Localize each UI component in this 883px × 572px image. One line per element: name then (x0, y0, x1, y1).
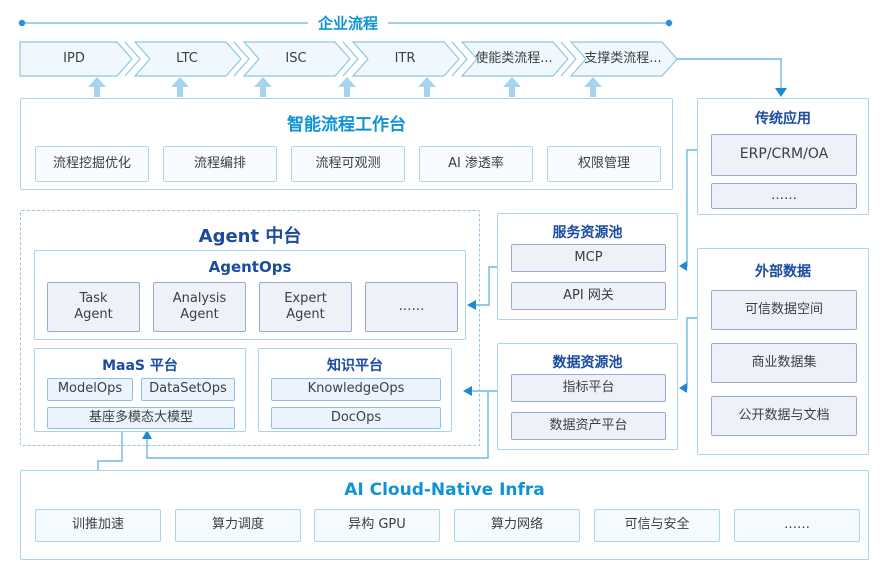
workbench-item: AI 渗透率 (419, 146, 533, 182)
external-data-item: 可信数据空间 (711, 290, 857, 330)
maas-datasetops: DataSetOps (141, 378, 235, 401)
process-chevron-shapes (19, 41, 678, 77)
connector-service-pool-to-agentops (476, 266, 497, 306)
chevron-ipd: IPD (63, 51, 85, 66)
external-data-title: 外部数据 (755, 264, 811, 280)
arrowhead-down-icon (775, 88, 787, 97)
external-data-item: 公开数据与文档 (711, 396, 857, 436)
chevron-supporting-process: 支撑类流程... (584, 51, 662, 66)
agent-platform-title: Agent 中台 (198, 226, 302, 247)
infra-item: 训推加速 (35, 509, 161, 542)
agent-item: …… (365, 282, 458, 332)
knowledge-title: 知识平台 (327, 358, 383, 374)
data-pool-item: 指标平台 (511, 374, 666, 402)
data-pool-title: 数据资源池 (552, 355, 623, 371)
external-data-item: 商业数据集 (711, 343, 857, 383)
maas-modelops: ModelOps (47, 378, 133, 401)
connector-external-to-data-pool (686, 317, 697, 389)
chevron-enabling-process: 使能类流程... (475, 51, 553, 66)
connector-process-to-legacy (677, 58, 782, 89)
maas-base-model: 基座多模态大模型 (47, 407, 235, 429)
arrowhead-left-icon (679, 383, 687, 393)
arrowhead-left-icon (679, 261, 687, 271)
rule-endpoint-dot (18, 19, 26, 27)
data-pool-item: 数据资产平台 (511, 412, 666, 440)
workbench-title: 智能流程工作台 (287, 115, 406, 135)
external-data-section: 外部数据 可信数据空间 商业数据集 公开数据与文档 (697, 248, 869, 455)
infra-item: 可信与安全 (594, 509, 720, 542)
chevron-itr: ITR (394, 51, 416, 66)
up-arrow-icons (88, 77, 602, 97)
workbench-section: 智能流程工作台 流程挖掘优化 流程编排 流程可观测 AI 渗透率 权限管理 (20, 98, 673, 190)
arrowhead-left-icon (463, 386, 472, 396)
service-pool-title: 服务资源池 (552, 225, 623, 241)
infra-item: …… (734, 509, 860, 542)
legacy-app-item: ERP/CRM/OA (711, 134, 857, 176)
service-pool-item: MCP (511, 244, 666, 272)
workbench-item: 流程编排 (163, 146, 277, 182)
enterprise-process-label: 企业流程 (307, 12, 389, 34)
chevron-isc: ISC (285, 51, 307, 66)
legacy-apps-section: 传统应用 ERP/CRM/OA …… (697, 98, 869, 215)
arrowhead-left-icon (467, 300, 476, 310)
data-pool-section: 数据资源池 指标平台 数据资产平台 (497, 343, 678, 450)
workbench-item: 流程挖掘优化 (35, 146, 149, 182)
connector-data-pool-to-base-model (146, 391, 489, 459)
maas-title: MaaS 平台 (102, 358, 178, 374)
legacy-apps-title: 传统应用 (755, 111, 811, 127)
service-pool-section: 服务资源池 MCP API 网关 (497, 213, 678, 320)
service-pool-item: API 网关 (511, 282, 666, 310)
infra-item: 算力网络 (454, 509, 580, 542)
agent-item: Analysis Agent (153, 282, 246, 332)
legacy-app-item: …… (711, 183, 857, 209)
knowledge-section: 知识平台 KnowledgeOps DocOps (258, 348, 452, 432)
infra-section: AI Cloud-Native Infra 训推加速 算力调度 异构 GPU 算… (20, 470, 869, 560)
infra-title: AI Cloud-Native Infra (344, 480, 545, 500)
agent-platform-section: Agent 中台 (20, 210, 480, 446)
agentops-title: AgentOps (208, 258, 292, 276)
workbench-item: 权限管理 (547, 146, 661, 182)
agentops-section: AgentOps Task Agent Analysis Agent Exper… (34, 250, 466, 340)
infra-item: 算力调度 (175, 509, 301, 542)
infra-item: 异构 GPU (314, 509, 440, 542)
agent-item: Expert Agent (259, 282, 352, 332)
arrowhead-up-icon (142, 430, 152, 439)
maas-section: MaaS 平台 ModelOps DataSetOps 基座多模态大模型 (34, 348, 246, 432)
workbench-item: 流程可观测 (291, 146, 405, 182)
agent-item: Task Agent (47, 282, 140, 332)
knowledge-item: KnowledgeOps (271, 378, 441, 401)
knowledge-item: DocOps (271, 407, 441, 429)
chevron-ltc: LTC (176, 51, 198, 66)
connector-legacy-to-service-pool (686, 149, 697, 267)
rule-endpoint-dot (665, 19, 673, 27)
